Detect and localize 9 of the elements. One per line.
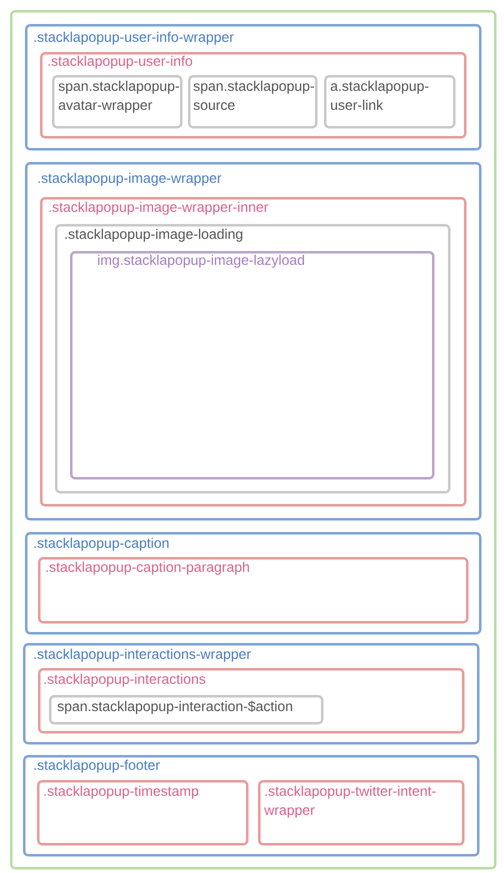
- element-box: span.stacklapopup-source: [188, 75, 318, 128]
- element-box: .stacklapopup-caption-paragraph: [38, 557, 468, 624]
- element-box: img.stacklapopup-image-lazyload: [70, 251, 434, 480]
- element-box: .stacklapopup-timestamp: [37, 780, 248, 846]
- outer-box: [10, 10, 496, 870]
- element-box: .stacklapopup-twitter-intent-wrapper: [258, 780, 464, 846]
- element-box: span.stacklapopup-avatar-wrapper: [52, 75, 182, 128]
- element-box: span.stacklapopup-interaction-$action: [49, 695, 324, 724]
- element-box: a.stacklapopup-user-link: [324, 75, 456, 128]
